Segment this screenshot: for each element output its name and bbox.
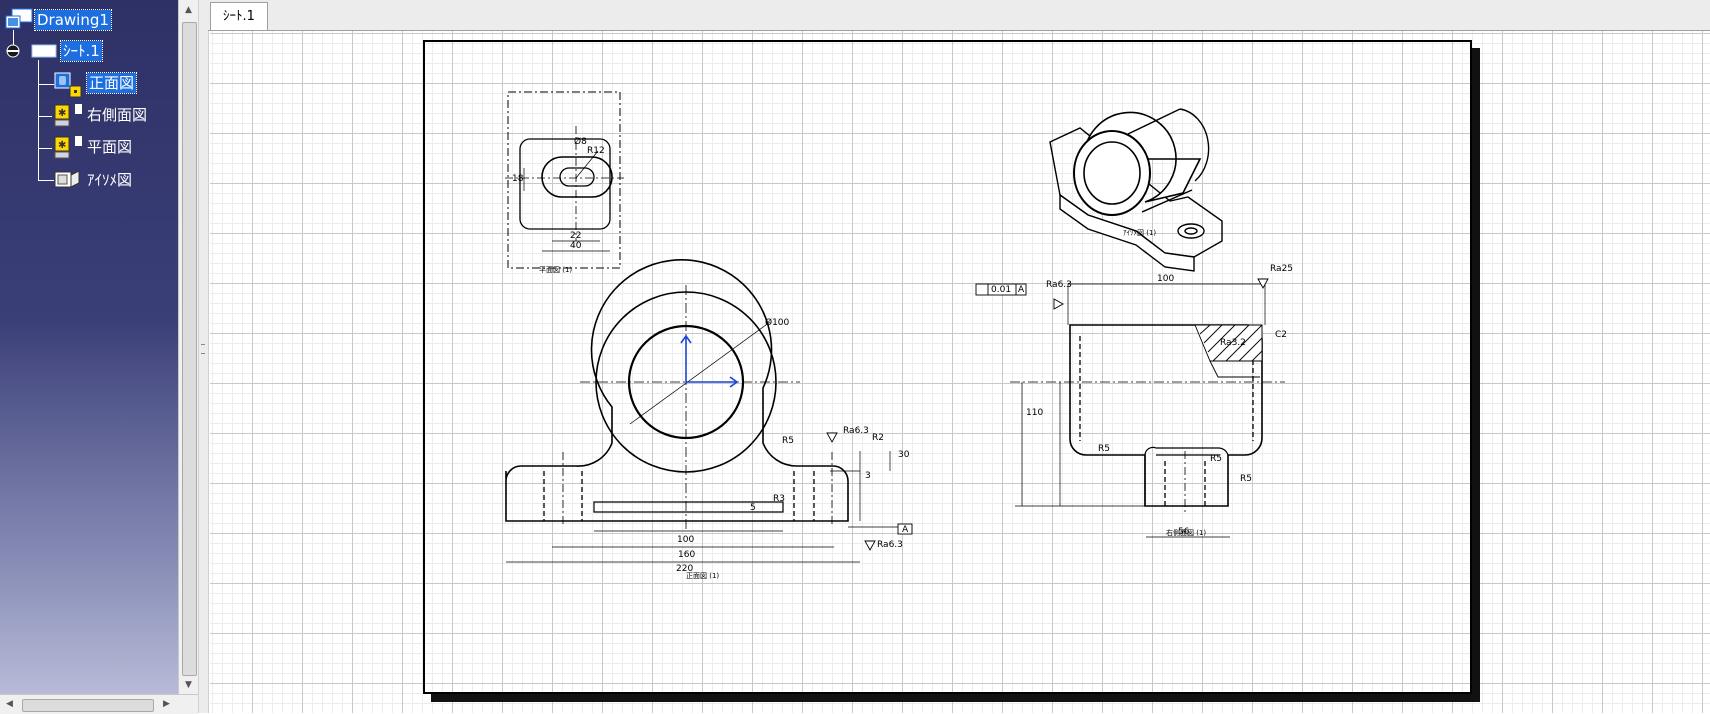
- top-view-icon: ✱: [54, 136, 82, 159]
- dimension-text[interactable]: 5: [750, 503, 756, 513]
- dimension-text[interactable]: 3: [865, 471, 871, 481]
- tree-item-drawing[interactable]: Drawing1: [34, 9, 112, 31]
- tree-item-label: 右側面図: [87, 106, 148, 124]
- tree-horizontal-scrollbar[interactable]: ◀ ▶: [0, 694, 198, 714]
- dimension-text[interactable]: Ra6.3: [843, 426, 869, 436]
- tree-item-label: ｼｰﾄ.1: [60, 40, 103, 62]
- specification-tree[interactable]: Drawing1 ｼｰﾄ.1 正面図 ✱ 右側面図 ✱ 平面図: [0, 0, 178, 713]
- dimension-text[interactable]: 30: [898, 450, 910, 460]
- dimension-text[interactable]: Ra6.3: [877, 540, 903, 550]
- datum-label[interactable]: A: [902, 525, 909, 535]
- dimension-text[interactable]: Ø100: [765, 317, 790, 328]
- scroll-up-arrow-icon[interactable]: ▲: [185, 5, 192, 15]
- tree-connector: [38, 60, 39, 180]
- tree-connector: [13, 30, 14, 48]
- dimension-text[interactable]: 40: [570, 241, 582, 251]
- drawing-canvas[interactable]: 22 40 R12 Ø8 18 Ø100 100 160 220 5 R3 R5…: [210, 31, 1710, 713]
- dimension-text[interactable]: 160: [678, 550, 695, 560]
- tree-connector: [38, 84, 54, 85]
- dimension-text[interactable]: Ø8: [574, 136, 587, 147]
- scroll-down-arrow-icon[interactable]: ▼: [185, 680, 192, 690]
- tolerance-text[interactable]: 0.01: [991, 285, 1011, 295]
- sheet-border: [423, 40, 1472, 694]
- dimension-text[interactable]: 18: [512, 174, 524, 184]
- section-hatching: [1194, 324, 1263, 378]
- dimension-text[interactable]: 56: [1178, 527, 1190, 537]
- front-view-caption: 正面図 (1): [686, 572, 720, 580]
- dimension-text[interactable]: 100: [677, 535, 694, 545]
- dimension-text[interactable]: 100: [1157, 274, 1174, 284]
- dimension-text[interactable]: R5: [782, 436, 794, 446]
- dimension-text[interactable]: 110: [1026, 408, 1043, 418]
- view-axis: [680, 334, 739, 388]
- right-view-caption: 右側面図 (1): [1166, 529, 1207, 537]
- tree-connector: [38, 148, 52, 149]
- surface-roughness-symbol: [826, 432, 838, 443]
- datum-box: [897, 523, 913, 535]
- surface-roughness-symbol: [1053, 298, 1064, 310]
- tree-connector: [38, 180, 54, 181]
- svg-text:✱: ✱: [58, 108, 66, 119]
- datum-label[interactable]: A: [1018, 285, 1025, 295]
- scrollbar-thumb[interactable]: [182, 22, 197, 676]
- dimension-text[interactable]: R5: [1240, 474, 1252, 484]
- isometric-view[interactable]: [1049, 108, 1223, 272]
- tab-sheet-1[interactable]: ｼｰﾄ.1: [210, 2, 268, 30]
- tree-item-top-view[interactable]: 平面図: [87, 137, 132, 157]
- tolerance-frame: [975, 283, 1027, 296]
- tree-connector: [38, 116, 52, 117]
- dimension-text[interactable]: R5: [1098, 444, 1110, 454]
- surface-roughness-symbol: [864, 540, 876, 551]
- dimension-text[interactable]: 220: [676, 564, 693, 574]
- right-side-view[interactable]: [1010, 283, 1285, 538]
- isometric-view-icon: [54, 170, 80, 188]
- tree-item-label: 平面図: [87, 138, 133, 156]
- drawing-geometry: 22 40 R12 Ø8 18 Ø100 100 160 220 5 R3 R5…: [505, 91, 1293, 574]
- scroll-right-arrow-icon[interactable]: ▶: [163, 699, 170, 709]
- dimension-text[interactable]: Ra3.2: [1220, 338, 1246, 348]
- tree-item-label: Drawing1: [34, 9, 112, 31]
- tree-item-label: 正面図: [85, 72, 138, 94]
- sheet-tab-bar: ｼｰﾄ.1: [208, 0, 1710, 31]
- front-view[interactable]: [505, 259, 900, 563]
- panel-splitter[interactable]: [198, 0, 209, 713]
- sheet-icon: [6, 44, 57, 58]
- dimension-text[interactable]: R3: [773, 494, 785, 504]
- tree-item-right-view[interactable]: 右側面図: [87, 105, 147, 125]
- scrollbar-thumb[interactable]: [22, 699, 154, 712]
- tree-item-front-view[interactable]: 正面図: [85, 72, 138, 94]
- isometric-view-caption: ｱｲｿﾒ図 (1): [1123, 229, 1157, 237]
- dimension-text[interactable]: C2: [1275, 330, 1287, 340]
- tree-vertical-scrollbar[interactable]: ▲ ▼: [178, 0, 199, 694]
- dimension-text[interactable]: Ra6.3: [1046, 280, 1072, 290]
- scroll-left-arrow-icon[interactable]: ◀: [6, 699, 13, 709]
- top-view-caption: 平面図 (1): [539, 266, 573, 274]
- svg-text:✱: ✱: [58, 140, 66, 151]
- dimension-text[interactable]: 22: [570, 231, 581, 241]
- drawing-root-icon: [5, 8, 33, 29]
- front-view-icon: [54, 72, 82, 98]
- surface-roughness-symbol: [1257, 278, 1269, 289]
- dimension-text[interactable]: R2: [872, 433, 884, 443]
- tree-item-label: ｱｲｿﾒ図: [87, 171, 133, 189]
- right-view-icon: ✱: [54, 104, 82, 127]
- splitter-grip: [201, 344, 205, 354]
- dimension-text[interactable]: Ra25: [1270, 264, 1293, 274]
- tree-item-sheet[interactable]: ｼｰﾄ.1: [60, 40, 103, 62]
- tree-item-isometric-view[interactable]: ｱｲｿﾒ図: [87, 170, 132, 190]
- dimension-text[interactable]: R5: [1210, 454, 1222, 464]
- top-view[interactable]: [505, 91, 624, 269]
- dimension-text[interactable]: R12: [587, 146, 605, 156]
